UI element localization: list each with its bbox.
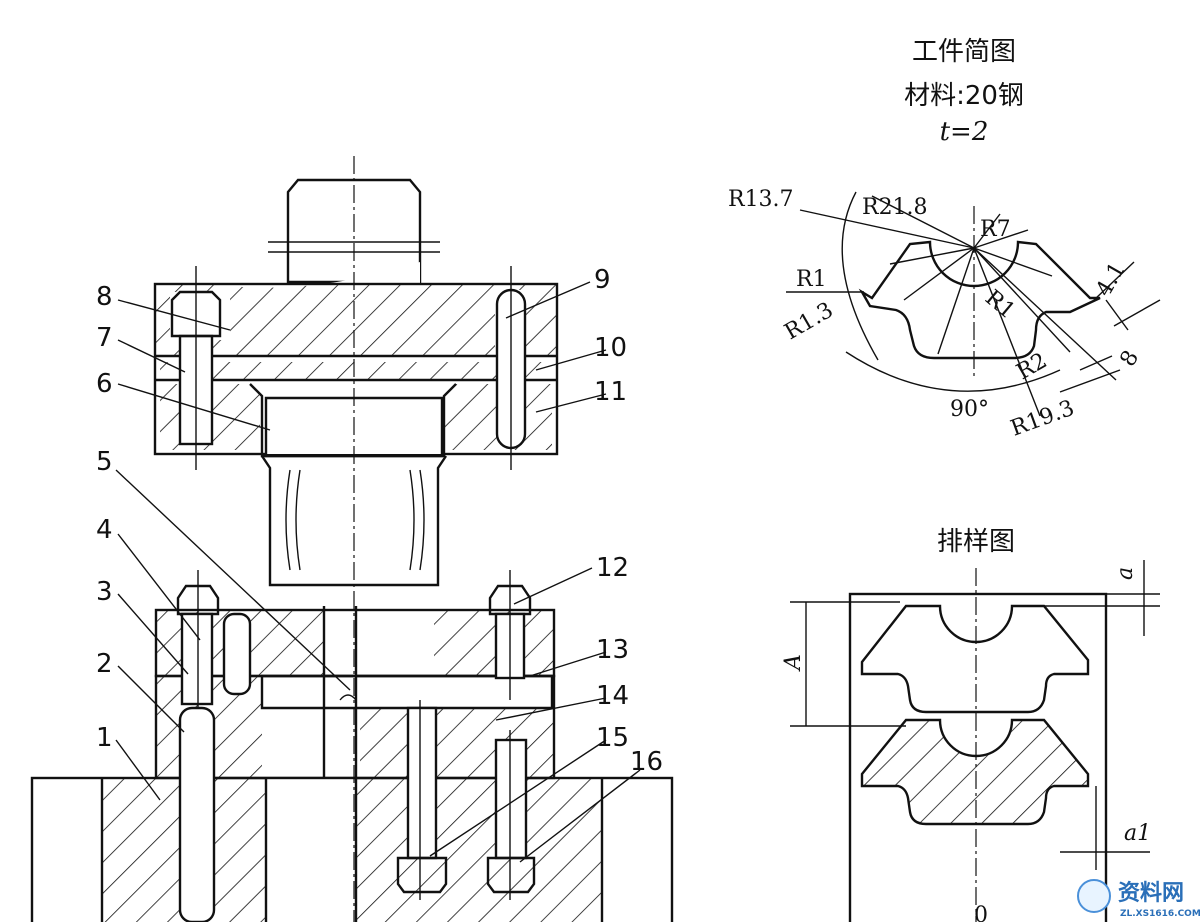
dim-r1-left: R1 [796, 267, 827, 292]
dim-r13-7: R13.7 [728, 187, 794, 212]
dim-a1: a1 [1124, 821, 1151, 846]
watermark-text: 资料网 [1118, 881, 1184, 906]
part-label-3: 3 [96, 577, 113, 607]
watermark-sub: ZL.XS1616.COM [1120, 909, 1201, 919]
part-number-labels: 8 7 6 9 10 11 5 4 3 2 1 12 13 14 15 16 [96, 265, 663, 777]
layout-title: 排样图 [937, 527, 1015, 557]
part-label-5: 5 [96, 447, 113, 477]
part-label-11: 11 [594, 377, 627, 407]
workpiece-title: 工件简图 [912, 37, 1016, 67]
workpiece-outline [858, 240, 1101, 360]
dim-a: a [1113, 567, 1138, 580]
part-label-9: 9 [594, 265, 611, 295]
strip-blank-2 [860, 718, 1090, 826]
part-label-2: 2 [96, 649, 113, 679]
workpiece-material: 材料:20钢 [904, 81, 1024, 111]
part-label-7: 7 [96, 323, 113, 353]
part-label-6: 6 [96, 369, 113, 399]
dim-8: 8 [1116, 346, 1145, 371]
dim-r1-3: R1.3 [781, 298, 838, 345]
dim-4-1: 4.1 [1092, 258, 1131, 301]
dim-r7: R7 [980, 217, 1011, 242]
workpiece-thickness: t=2 [940, 117, 989, 147]
dim-angle-90: 90° [950, 397, 989, 422]
strip-layout: 排样图 A a a1 0 [781, 527, 1160, 922]
upper-die-set [153, 262, 559, 470]
strip-blank-1 [860, 604, 1090, 714]
part-label-4: 4 [96, 515, 113, 545]
part-label-14: 14 [596, 681, 629, 711]
watermark-logo: 资料网 ZL.XS1616.COM [1077, 879, 1201, 919]
dim-r21-8: R21.8 [862, 195, 928, 220]
dim-r19-3: R19.3 [1008, 396, 1078, 442]
part-label-12: 12 [596, 553, 629, 583]
base-plate [30, 700, 674, 922]
part-label-16: 16 [630, 747, 663, 777]
leader-lines [115, 281, 641, 863]
dim-A: A [781, 654, 806, 672]
part-label-15: 15 [596, 723, 629, 753]
dim-r2: R2 [1013, 348, 1052, 385]
part-label-10: 10 [594, 333, 627, 363]
part-label-13: 13 [596, 635, 629, 665]
part-label-8: 8 [96, 282, 113, 312]
layout-bottom-label: 0 [974, 903, 988, 922]
workpiece-sketch: 工件简图 材料:20钢 t=2 R13.7 R21.8 R7 R1 R1.3 R… [728, 37, 1161, 442]
assembly-section-view: 8 7 6 9 10 11 5 4 3 2 1 12 13 14 15 16 [30, 156, 674, 922]
part-label-1: 1 [96, 723, 113, 753]
